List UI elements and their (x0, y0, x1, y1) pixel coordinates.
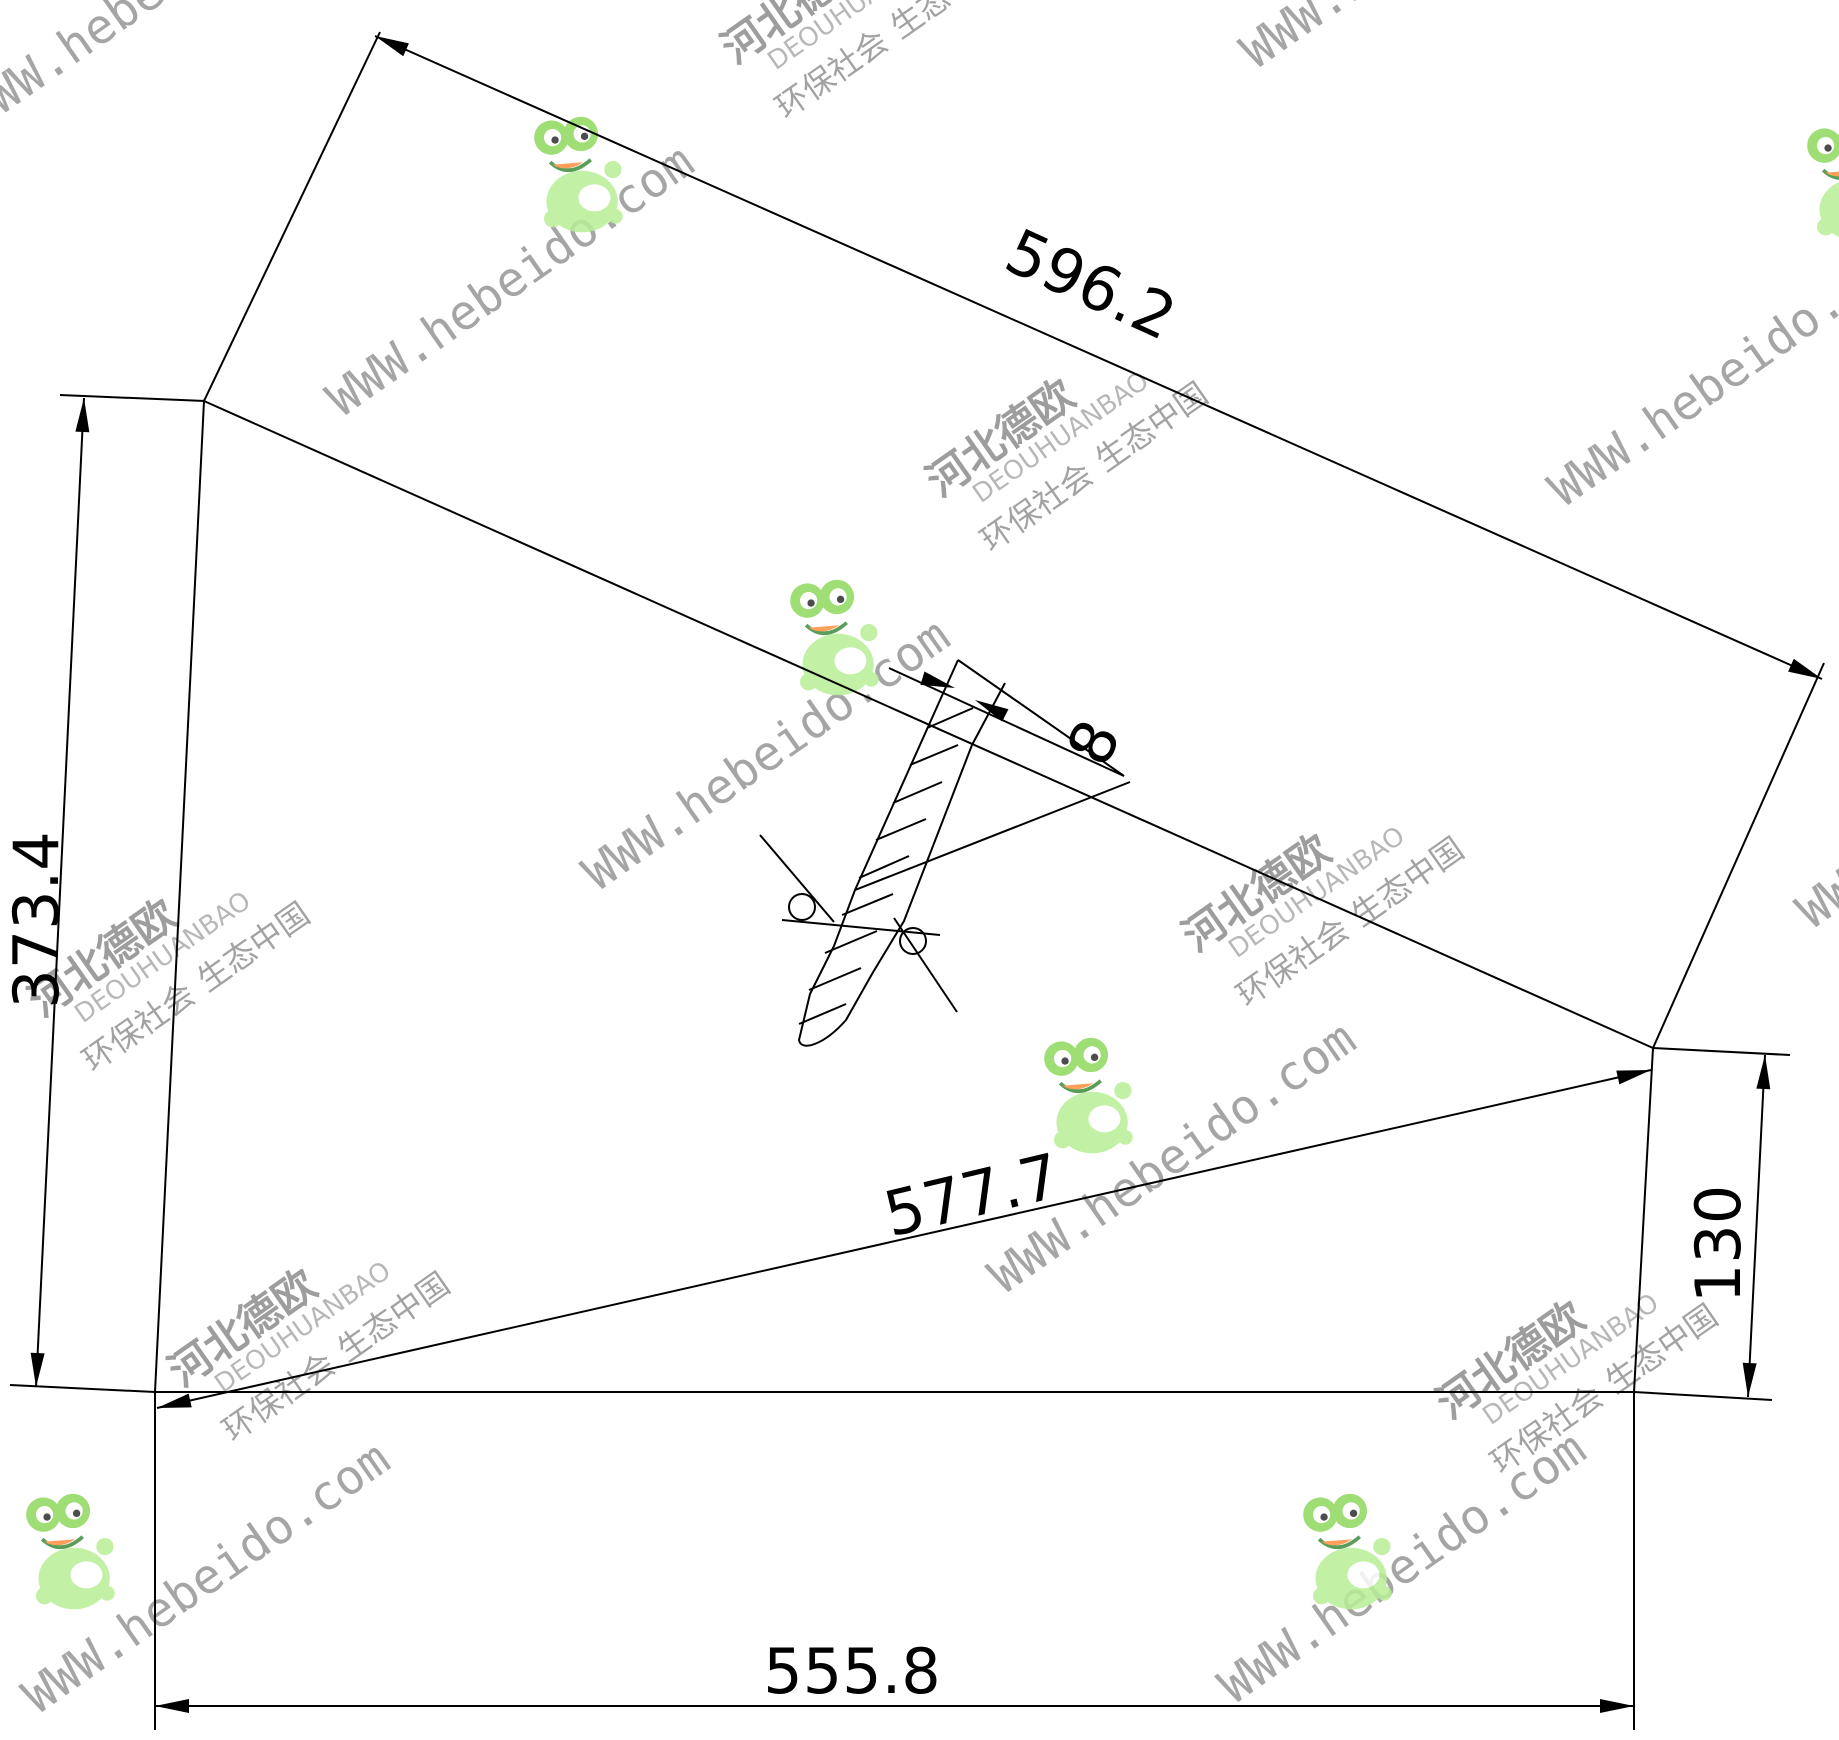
watermark-url-5: WWW.hebeido.com (1231, 0, 1618, 80)
section-hatch-2 (909, 744, 959, 766)
dim-label-555-8: 555.8 (763, 1635, 941, 1708)
frog-mascot-icon-2 (788, 577, 881, 698)
dim-line-596-2 (374, 35, 1823, 680)
dim-label-596-2: 596.2 (995, 214, 1187, 354)
arrow-596-2-end (1788, 658, 1822, 679)
arrow-555-8-start (155, 1699, 189, 1713)
top-right-edge (1652, 662, 1825, 1049)
watermark-url-9: WWW.hebeido.com (1209, 1420, 1596, 1715)
ext-line-right-top (1652, 1047, 1791, 1056)
dim-line-130 (1747, 1054, 1766, 1398)
dim-label-8: 8 (1052, 709, 1135, 776)
top-left-edge (203, 31, 381, 402)
dim-ext-8 (957, 659, 1125, 777)
watermark-url-1: WWW.hebeido.com (0, 0, 340, 142)
section-hatch-6 (841, 893, 894, 916)
section-outline (797, 659, 973, 1047)
watermark-slogan-right: 生态中国 (883, 0, 1010, 46)
watermark-url-6: WWW.hebeido.com (1539, 223, 1839, 518)
frog-mascot-icon-6 (1805, 122, 1839, 243)
arrow-373-4-top (75, 398, 90, 433)
arrow-577-7-start (157, 1393, 192, 1408)
weld-symbol-leader-left (759, 834, 835, 923)
section-hatch-5 (858, 855, 910, 879)
weld-symbol-circle-left (788, 893, 816, 921)
frog-mascot-icon-1 (532, 114, 625, 235)
arrow-555-8-end (1600, 1699, 1634, 1713)
drawing-geometry (9, 31, 1825, 1730)
weld-reference-line (781, 919, 941, 936)
dim-label-373-4: 373.4 (0, 831, 73, 1009)
weld-symbol-circle-right (899, 927, 927, 955)
section-hatch-9 (798, 1003, 847, 1025)
section-hatch-8 (808, 967, 862, 991)
ext-line-right-bottom (1633, 1391, 1773, 1401)
arrow-8-left (920, 671, 955, 688)
frog-mascot-icon-5 (1301, 1491, 1394, 1612)
ext-line-left-top (59, 394, 206, 402)
arrow-130-top (1756, 1055, 1771, 1090)
section-hatch-4 (875, 818, 927, 841)
arrow-8-right (975, 700, 1009, 722)
section-hatch-3 (892, 781, 943, 804)
dim-label-130: 130 (1682, 1185, 1755, 1303)
ext-line-left-bottom (9, 1384, 156, 1393)
arrow-577-7-end (1616, 1070, 1651, 1085)
arrow-373-4-bottom (30, 1352, 45, 1387)
dim-line-8 (888, 667, 1125, 777)
dim-line-577-7 (156, 1069, 1652, 1409)
frog-mascot-icon-4 (24, 1491, 117, 1612)
arrow-130-bottom (1742, 1362, 1757, 1397)
section-hatch-1 (926, 707, 974, 729)
watermark-url-2: WWW.hebeido.com (317, 133, 704, 428)
weld-symbol-leader-right (893, 917, 958, 1013)
dim-line-373-4 (35, 397, 85, 1388)
section-hatch-7 (824, 930, 878, 954)
arrow-596-2-start (375, 36, 409, 57)
section-base-line (854, 781, 1131, 891)
frog-mascot-icon-3 (1042, 1035, 1135, 1156)
